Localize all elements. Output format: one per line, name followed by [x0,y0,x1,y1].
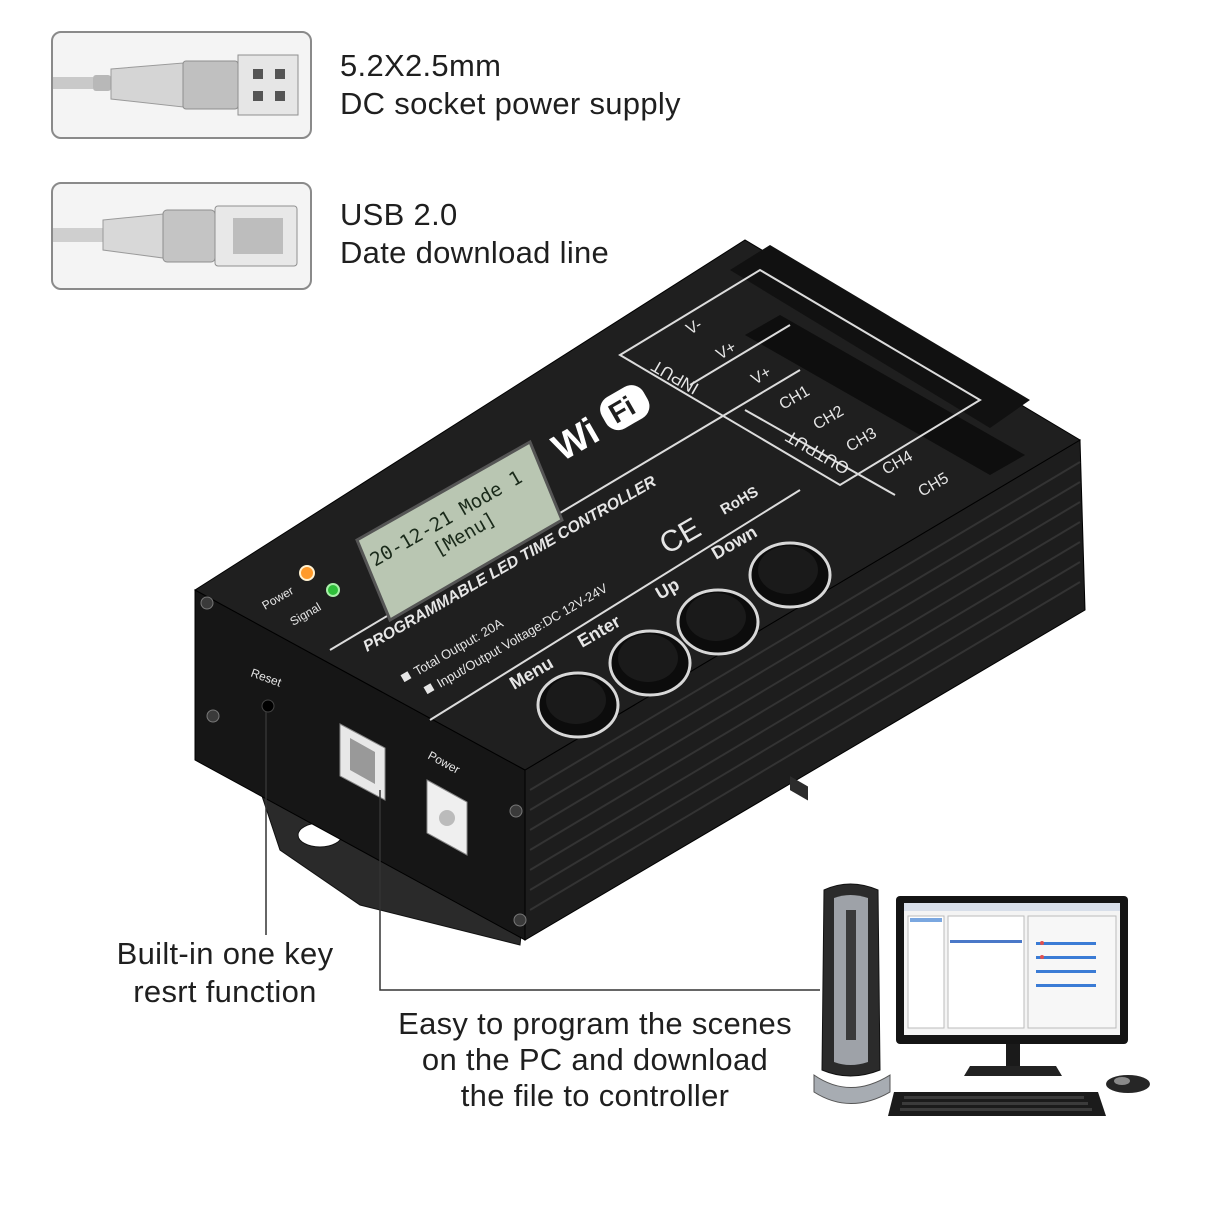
dc-power-port[interactable] [426,779,468,856]
enter-button[interactable] [608,629,692,697]
pc-caption-line3: the file to controller [460,1078,730,1113]
menu-button[interactable] [536,671,620,739]
terminal-block [745,315,1025,475]
dc-cable-image [51,31,312,139]
reset-caption: Built-in one key resrt function [90,935,360,1011]
pc-caption: Easy to program the scenes on the PC and… [380,1006,810,1114]
down-button[interactable] [748,541,832,609]
pc-mouse [1106,1075,1150,1093]
dc-caption-line1: 5.2X2.5mm [340,48,502,83]
pc-caption-line1: Easy to program the scenes [398,1006,792,1041]
lcd-screen [355,439,564,623]
up-button[interactable] [676,588,760,656]
dc-caption: 5.2X2.5mm DC socket power supply [340,47,681,123]
pc-caption-line2: on the PC and download [421,1042,769,1077]
reset-hole[interactable] [261,699,275,713]
pc-monitor [896,896,1128,1076]
power-led-icon [299,565,315,581]
signal-led-icon [326,583,340,597]
pc-tower [813,883,891,1104]
usb-b-port[interactable] [339,723,386,801]
reset-caption-line2: resrt function [133,974,317,1009]
usb-caption-line1: USB 2.0 [340,197,458,232]
reset-caption-line1: Built-in one key [116,936,334,971]
usb-a-plug-icon [53,54,299,116]
dc-caption-line2: DC socket power supply [340,86,681,121]
usb-callout-line [379,790,820,991]
usb-cable-image [51,182,312,290]
usb-caption-line2: Date download line [340,235,610,270]
pc-keyboard [888,1092,1106,1116]
input-vminus: V- [684,316,706,338]
desktop-pc-illustration [813,883,1150,1116]
usb-caption: USB 2.0 Date download line [340,196,609,272]
usb-b-plug-icon [53,205,298,267]
